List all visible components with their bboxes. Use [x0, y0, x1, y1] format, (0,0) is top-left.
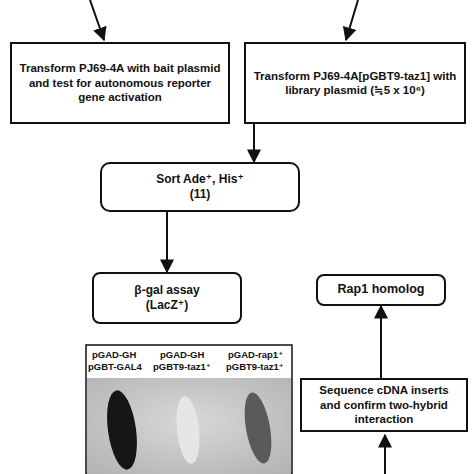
plasmid-label: pGBT9-taz1⁺ [153, 361, 211, 372]
plasmid-label: pGAD-rap1⁺ [228, 349, 283, 360]
flow-arrow [380, 306, 382, 378]
incoming-arrow [346, 0, 358, 40]
plasmid-label: pGBT-GAL4 [88, 361, 142, 372]
box-text: (11) [190, 187, 211, 202]
plasmid-label: pGAD-GH [160, 349, 204, 360]
flow-arrow [253, 124, 255, 162]
process-box: Transform PJ69-4A with bait plasmid and … [10, 42, 230, 124]
colony-streak [103, 388, 142, 471]
box-text: Transform PJ69-4A with bait plasmid and … [18, 61, 222, 104]
incoming-arrow [90, 0, 104, 40]
incoming-arrow [384, 435, 386, 474]
process-box: Sequence cDNA inserts and confirm two-hy… [300, 378, 468, 432]
plasmid-label: pGAD-GH [92, 349, 136, 360]
box-text: (LacZ⁺) [146, 298, 188, 313]
assay-photo [87, 378, 291, 474]
colony-streak [240, 390, 276, 465]
flow-arrow [166, 212, 168, 272]
plasmid-label: pGBT9-taz1⁺ [226, 361, 284, 372]
rounded-process-box: Rap1 homolog [316, 274, 446, 306]
box-text: Rap1 homolog [338, 282, 425, 298]
rounded-process-box: β-gal assay(LacZ⁺) [92, 272, 242, 324]
assay-panel [86, 345, 292, 474]
box-text: β-gal assay [134, 283, 199, 298]
box-text: Transform PJ69-4A[pGBT9-taz1] with libra… [252, 69, 458, 98]
box-text: Sort Ade⁺, His⁺ [156, 172, 244, 187]
box-text: Sequence cDNA inserts and confirm two-hy… [308, 383, 460, 426]
process-box: Transform PJ69-4A[pGBT9-taz1] with libra… [244, 42, 466, 124]
rounded-process-box: Sort Ade⁺, His⁺(11) [100, 162, 300, 212]
colony-streak [174, 395, 203, 465]
